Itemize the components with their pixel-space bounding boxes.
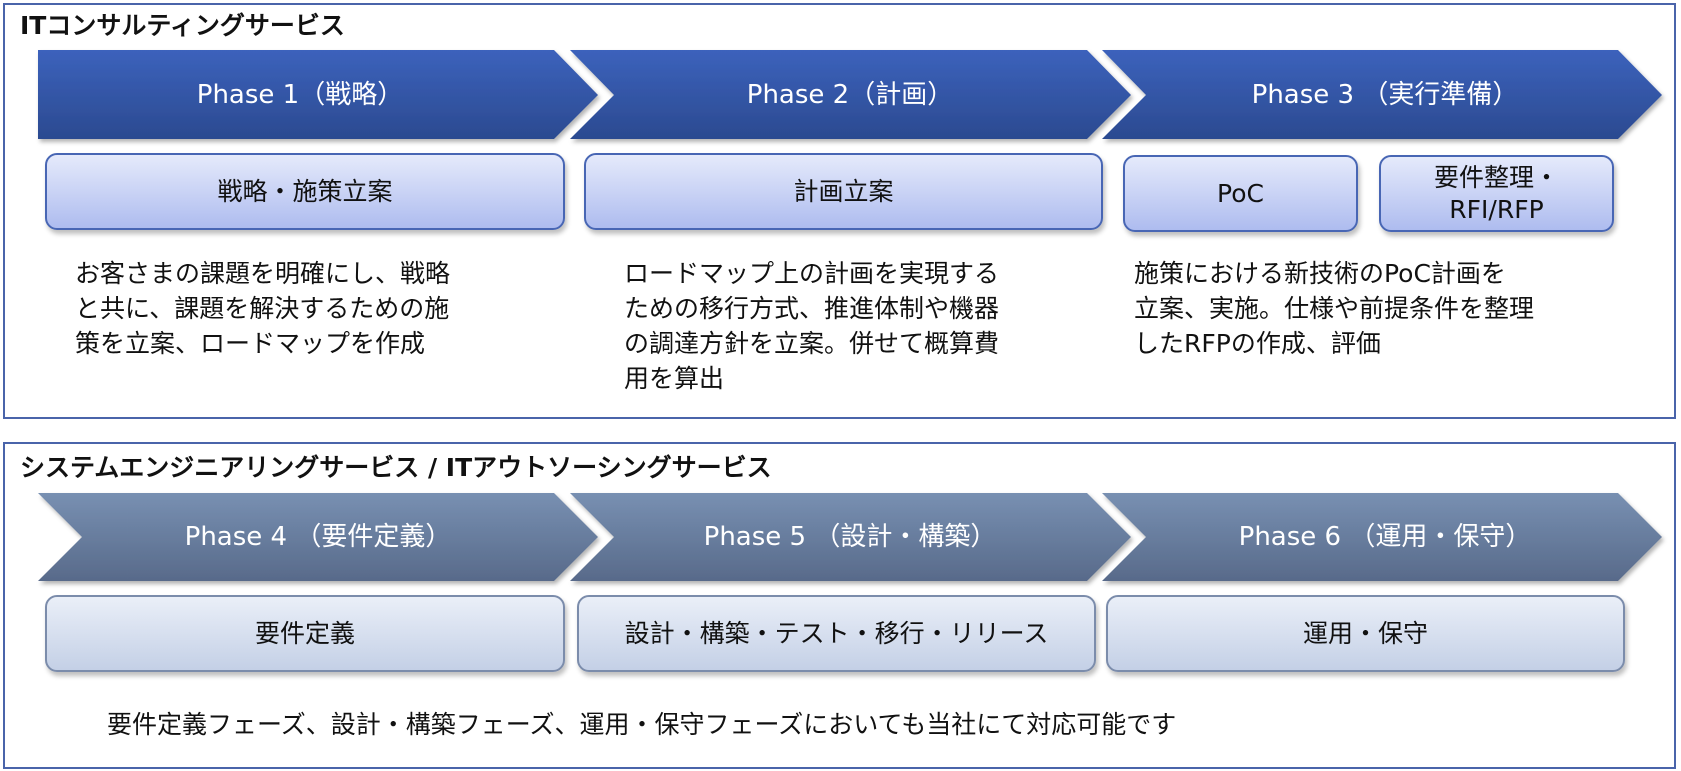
system-engineering-panel	[3, 442, 1676, 769]
plan-box: 計画立案	[584, 153, 1103, 230]
section-title-it-consulting: ITコンサルティングサービス	[20, 11, 345, 40]
it-consulting-panel	[3, 3, 1676, 419]
operation-maintenance-box: 運用・保守	[1106, 595, 1625, 672]
requirements-definition-box: 要件定義	[45, 595, 565, 672]
phase-1-description: お客さまの課題を明確にし、戦略 と共に、課題を解決するための施 策を立案、ロード…	[75, 259, 451, 358]
phase-2-description: ロードマップ上の計画を実現する ための移行方式、推進体制や機器 の調達方針を立案…	[624, 259, 1000, 393]
design-build-box: 設計・構築・テスト・移行・リリース	[577, 595, 1096, 672]
phase-1-label: Phase 1（戦略）	[197, 80, 403, 110]
phase-6-arrow	[1102, 493, 1662, 581]
phase-2-label: Phase 2（計画）	[747, 80, 953, 110]
phase-3-arrow	[1102, 50, 1662, 139]
phase-3-description: 施策における新技術のPoC計画を 立案、実施。仕様や前提条件を整理 したRFPの…	[1134, 259, 1535, 358]
phase-2-arrow	[570, 50, 1131, 139]
phase-1-arrow	[38, 50, 598, 139]
phase-5-label: Phase 5 （設計・構築）	[704, 522, 997, 552]
phase-6-label: Phase 6 （運用・保守）	[1239, 522, 1532, 552]
requirements-rfp-box: 要件整理・ RFI/RFP	[1379, 155, 1614, 232]
phase-3-label: Phase 3 （実行準備）	[1252, 80, 1519, 110]
section-title-system-engineering: システムエンジニアリングサービス / ITアウトソーシングサービス	[20, 453, 772, 482]
strategy-planning-box: 戦略・施策立案	[45, 153, 565, 230]
poc-box: PoC	[1123, 155, 1358, 232]
phase-4-arrow	[38, 493, 598, 581]
phase-5-arrow	[570, 493, 1131, 581]
bottom-note: 要件定義フェーズ、設計・構築フェーズ、運用・保守フェーズにおいても当社にて対応可…	[107, 710, 1177, 739]
phase-4-label: Phase 4 （要件定義）	[185, 522, 452, 552]
